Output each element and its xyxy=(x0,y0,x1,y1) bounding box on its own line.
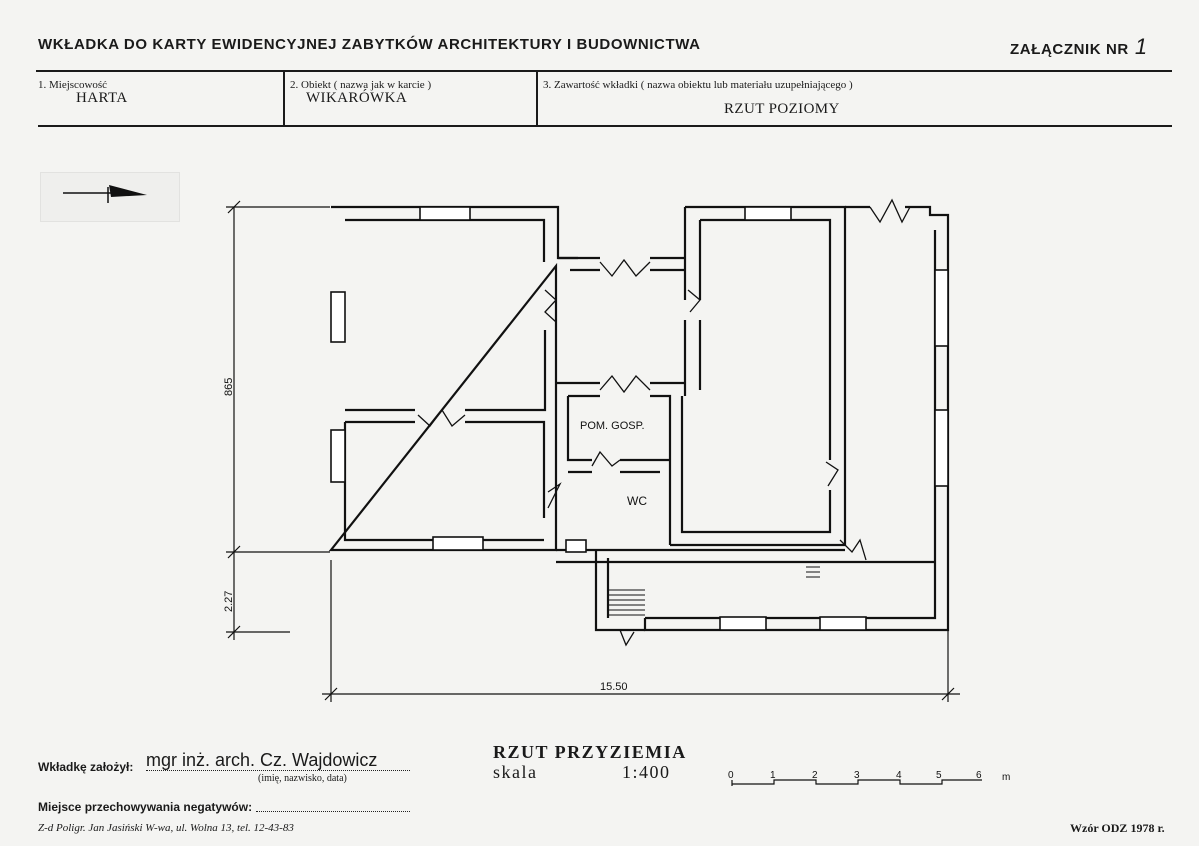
dimension-height-lower: 2.27 xyxy=(223,591,235,612)
plan-window xyxy=(419,206,471,221)
author-value: mgr inż. arch. Cz. Wajdowicz xyxy=(146,750,378,770)
object-value: WIKARÓWKA xyxy=(306,90,408,106)
object-label: 2. Obiekt ( nazwa jak w karcie ) xyxy=(290,79,432,91)
negatives-dotted-line xyxy=(256,811,410,812)
dimension-height-main: 865 xyxy=(223,378,235,396)
printer-info: Z-d Poligr. Jan Jasiński W-wa, ul. Wolna… xyxy=(38,822,294,834)
plan-wall-far-right xyxy=(643,205,950,632)
plan-door xyxy=(417,408,466,427)
field-divider-1 xyxy=(283,71,285,127)
plan-window xyxy=(934,269,949,347)
plan-wall-right-wing xyxy=(670,205,847,547)
plan-door xyxy=(599,374,651,394)
place-label: 1. Miejscowość xyxy=(38,79,108,91)
content-value: RZUT POZIOMY xyxy=(724,101,840,117)
plan-window xyxy=(432,536,484,551)
north-arrow-box xyxy=(40,172,180,222)
plan-door xyxy=(547,482,562,509)
plan-window xyxy=(934,409,949,487)
scale-bar: 0 1 2 3 4 5 6 m xyxy=(728,770,1010,786)
north-arrow-icon xyxy=(63,185,147,203)
scalebar-tick: 1 xyxy=(770,770,776,781)
scale-label: skala xyxy=(493,762,538,782)
plan-wall-wc xyxy=(566,396,670,474)
annex-number: 1 xyxy=(1134,34,1148,59)
plan-door xyxy=(687,289,701,313)
plan-door xyxy=(619,629,635,647)
plan-window xyxy=(719,616,767,631)
author-hint: (imię, nazwisko, data) xyxy=(258,773,347,784)
dimension-width: 15.50 xyxy=(600,681,628,693)
plan-wall-left-wing xyxy=(328,205,578,552)
plan-wall-service xyxy=(556,381,685,545)
negatives-label: Miejsce przechowywania negatywów: xyxy=(38,800,253,814)
author-label: Wkładkę założył: xyxy=(38,760,134,774)
fields-rule xyxy=(38,125,1172,127)
room-label-wc: WC xyxy=(627,494,647,508)
plan-wall-stair-annex xyxy=(594,550,645,632)
annex-label-text: ZAŁĄCZNIK NR xyxy=(1010,41,1129,58)
scalebar-tick: 0 xyxy=(728,770,734,781)
plan-wall-right-inner xyxy=(683,207,702,396)
room-label-service: POM. GOSP. xyxy=(580,420,645,432)
plan-door xyxy=(869,198,911,224)
drawing-title: RZUT PRZYZIEMIA xyxy=(493,742,687,762)
form-title: WKŁADKA DO KARTY EWIDENCYJNEJ ZABYTKÓW A… xyxy=(38,36,701,53)
place-value: HARTA xyxy=(76,90,128,106)
plan-window xyxy=(744,206,792,221)
form-pattern: Wzór ODZ 1978 r. xyxy=(1070,821,1165,835)
plan-door xyxy=(599,258,651,278)
scalebar-tick: 5 xyxy=(936,770,942,781)
annex-label: ZAŁĄCZNIK NR 1 xyxy=(1010,34,1148,60)
content-label: 3. Zawartość wkładki ( nazwa obiektu lub… xyxy=(543,79,853,91)
plan-wall-corridor xyxy=(558,256,685,272)
plan-window xyxy=(819,616,867,631)
plan-door xyxy=(544,289,557,323)
scalebar-tick: 3 xyxy=(854,770,860,781)
plan-wall-left-rooms xyxy=(343,218,547,542)
plan-stairs xyxy=(608,561,820,616)
scalebar-tick: 4 xyxy=(896,770,902,781)
plan-window xyxy=(565,539,587,553)
scalebar-tick: 6 xyxy=(976,770,982,781)
plan-wall-south xyxy=(556,548,935,564)
scalebar-tick: 2 xyxy=(812,770,818,781)
scalebar-unit: m xyxy=(1002,772,1010,783)
plan-door xyxy=(839,538,867,561)
plan-door xyxy=(591,450,621,467)
scale-value: 1:400 xyxy=(622,762,671,782)
author-dotted-line xyxy=(146,770,410,771)
field-divider-2 xyxy=(536,71,538,127)
header-rule xyxy=(36,70,1172,72)
plan-door xyxy=(825,461,839,487)
plan-window xyxy=(330,429,346,483)
plan-window xyxy=(330,291,346,343)
